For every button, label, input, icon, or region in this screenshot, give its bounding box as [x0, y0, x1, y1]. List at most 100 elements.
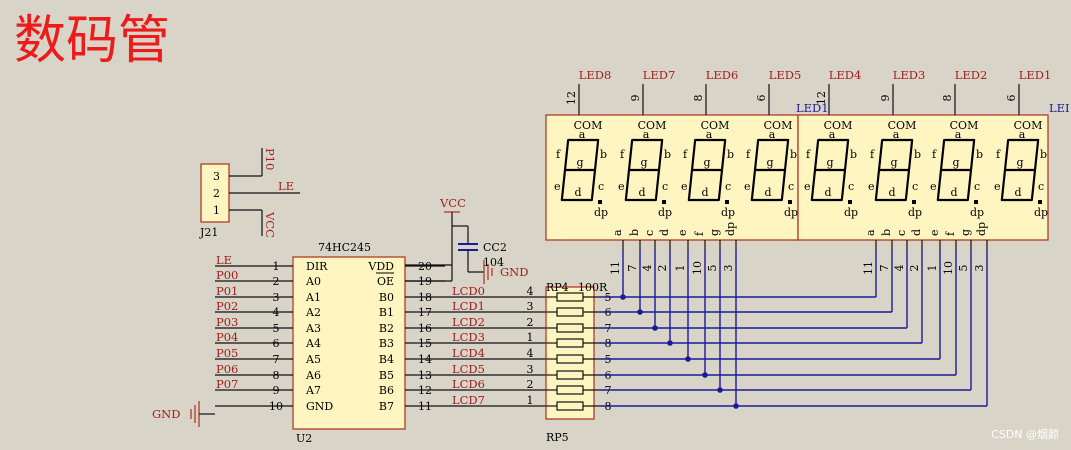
j21-body [200, 163, 230, 223]
rp4-ref: RP4 [546, 281, 569, 294]
seg-g-label-5: g [890, 156, 897, 169]
seg-f-label-0: f [556, 148, 561, 161]
j21-net-le: LE [278, 179, 294, 193]
dp-dot-6 [974, 200, 978, 204]
seg-e-label-7: e [994, 180, 1001, 193]
seg-g-label-2: g [703, 156, 710, 169]
u2-left-pin-7: 8 [273, 369, 280, 382]
dp-label-2: dp [721, 206, 735, 219]
seg-a-label-2: a [706, 128, 713, 141]
bottom-pin-1-3: 2 [908, 265, 921, 272]
bottom-pin-1-5: 10 [942, 261, 955, 275]
rp-body [545, 286, 595, 420]
seg-e-label-2: e [681, 180, 688, 193]
u2-part: 74HC245 [318, 241, 371, 254]
segment-outline-0 [560, 138, 600, 202]
bottom-pin-1-2: 4 [893, 265, 906, 272]
seg-b-label-3: b [790, 148, 797, 161]
com-label-7: COM [1014, 119, 1043, 132]
u2-right-net-3: LCD1 [452, 299, 485, 313]
u2-left-name-7: A6 [305, 369, 321, 382]
bottom-letter-0-0: a [611, 229, 624, 236]
u2-right-net-2: LCD0 [452, 284, 485, 298]
bottom-pin-0-0: 11 [609, 261, 622, 275]
bottom-letter-1-2: c [895, 230, 908, 236]
junction-4 [685, 356, 691, 362]
j21-ref: J21 [199, 226, 218, 239]
dp-label-3: dp [784, 206, 798, 219]
cap-ref: CC2 [483, 241, 507, 254]
u2-left-net-2: P01 [216, 284, 238, 298]
seg-f-label-7: f [996, 148, 1001, 161]
bottom-pin-1-4: 1 [926, 265, 939, 272]
seg-e-label-0: e [554, 180, 561, 193]
u2-right-net-8: LCD6 [452, 377, 485, 391]
seg-c-label-7: c [1038, 180, 1044, 193]
bottom-pin-0-5: 10 [691, 261, 704, 275]
u2-right-name-9: B7 [379, 400, 394, 413]
segment-outline-5 [874, 138, 914, 202]
seg-g-label-6: g [952, 156, 959, 169]
bottom-letter-0-2: c [643, 230, 656, 236]
junction-2 [652, 325, 658, 331]
u2-left-pin-6: 7 [273, 353, 280, 366]
com-label-0: COM [574, 119, 603, 132]
bottom-pin-0-3: 2 [656, 265, 669, 272]
rp5-left-pin-1: 3 [527, 363, 534, 376]
dp-dot-1 [662, 200, 666, 204]
ic-74hc245: 74HC245 U2 LE1DIRVDD20P002A0OE19P013A1B0… [215, 241, 546, 445]
com-label-3: COM [764, 119, 793, 132]
cap-value: 104 [483, 256, 504, 269]
u2-right-name-2: B0 [379, 291, 394, 304]
led-label-1: LED7 [643, 68, 676, 82]
seg-a-label-4: a [829, 128, 836, 141]
seg-f-label-6: f [932, 148, 937, 161]
cap-gnd-label: GND [500, 265, 528, 279]
seg-d-label-7: d [1014, 186, 1021, 199]
bottom-pin-0-1: 7 [626, 265, 639, 272]
com-label-1: COM [638, 119, 667, 132]
com-label-2: COM [701, 119, 730, 132]
bottom-pin-1-6: 5 [957, 265, 970, 272]
rp4-left-pin-3: 1 [527, 331, 534, 344]
bottom-pin-1-1: 7 [878, 265, 891, 272]
seg-f-label-3: f [746, 148, 751, 161]
led-cut-label-right: LEI [1049, 101, 1070, 115]
bottom-letter-1-0: a [864, 229, 877, 236]
dp-label-4: dp [844, 206, 858, 219]
dp-dot-5 [912, 200, 916, 204]
segment-outline-7 [1000, 138, 1040, 202]
u2-left-pin-0: 1 [273, 260, 280, 273]
digit-pin-2: 8 [692, 95, 705, 102]
u2-left-pin-2: 3 [273, 291, 280, 304]
bottom-letter-1-3: d [910, 229, 923, 236]
seg-b-label-1: b [664, 148, 671, 161]
segment-outline-6 [936, 138, 976, 202]
segment-outline-3 [750, 138, 790, 202]
seg-d-label-6: d [950, 186, 957, 199]
u2-left-name-3: A2 [305, 306, 321, 319]
led-label-6: LED2 [955, 68, 988, 82]
digit-pin-4: 12 [815, 91, 828, 105]
j21-net-vcc: VCC [263, 211, 277, 238]
led1-cut-label: LED1 [796, 101, 829, 115]
u2-right-name-5: B3 [379, 337, 394, 350]
page-title: 数码管 [14, 11, 171, 71]
u2-body [292, 256, 406, 430]
digit-pin-5: 9 [879, 95, 892, 102]
u2-right-name-6: B4 [379, 353, 394, 366]
bottom-letter-0-6: g [708, 229, 721, 236]
dp-label-5: dp [908, 206, 922, 219]
u2-right-name-8: B6 [379, 384, 394, 397]
u2-left-net-6: P05 [216, 346, 238, 360]
digit-pin-3: 6 [755, 95, 768, 102]
j21-pin-1: 1 [213, 204, 220, 217]
rp5-left-pin-2: 2 [527, 378, 534, 391]
segment-outline-1 [624, 138, 664, 202]
u2-right-name-3: B1 [379, 306, 394, 319]
led-label-0: LED8 [579, 68, 612, 82]
